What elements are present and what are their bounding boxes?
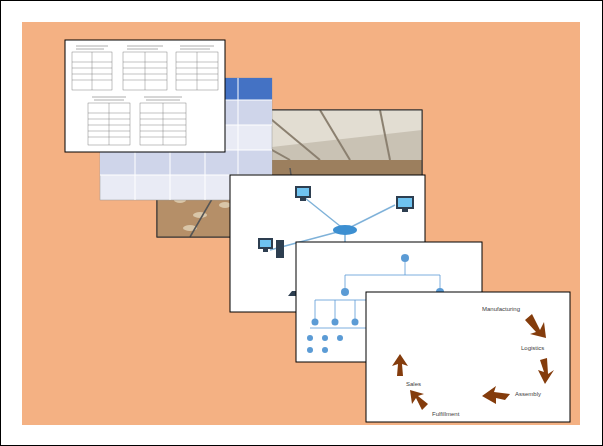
cycle-label: Manufacturing [482,306,520,313]
cycle-arrows [392,314,554,410]
cycle-label: Logistics [521,345,544,352]
cycle-label: Assembly [515,391,541,398]
cycle-label: Fulfillment [432,411,459,418]
cycle-label: Sales [406,381,421,388]
table-document-slide [65,40,225,152]
cycle-slide [366,292,570,422]
